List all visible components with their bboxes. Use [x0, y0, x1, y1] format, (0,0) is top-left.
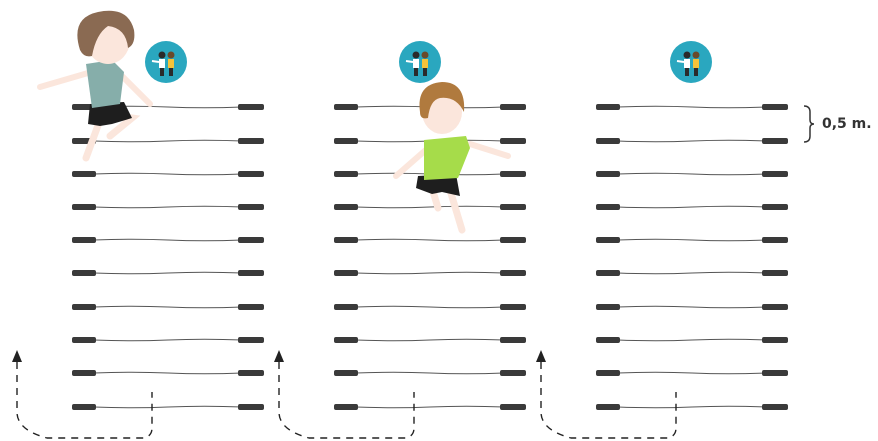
rope-handle [72, 270, 96, 276]
rope-handle [596, 237, 620, 243]
jump-rope [596, 337, 788, 343]
group-badge-icon [399, 41, 441, 83]
rope-handle [334, 104, 358, 110]
badges-layer [145, 41, 712, 83]
rope-handle [596, 304, 620, 310]
jump-rope [596, 270, 788, 276]
jump-rope [334, 204, 526, 210]
jump-rope [72, 370, 264, 376]
rope-handle [500, 304, 526, 310]
rope-handle [238, 171, 264, 177]
rope-handle [500, 171, 526, 177]
jump-rope [334, 370, 526, 376]
rope-handle [500, 104, 526, 110]
jump-rope [596, 404, 788, 410]
jump-rope [596, 237, 788, 243]
rope-handle [72, 204, 96, 210]
rope-handle [500, 404, 526, 410]
rope-handle [762, 104, 788, 110]
rope-handle [762, 337, 788, 343]
return-paths-layer [12, 350, 676, 438]
rope-handle [238, 370, 264, 376]
jump-rope [72, 404, 264, 410]
jump-rope [596, 204, 788, 210]
child-runner-left [40, 11, 150, 158]
rope-handle [762, 171, 788, 177]
rope-handle [596, 270, 620, 276]
jump-rope [596, 104, 788, 110]
spacing-brace [804, 106, 814, 142]
rope-handle [762, 370, 788, 376]
rope-handle [334, 370, 358, 376]
rope-handle [762, 304, 788, 310]
rope-handle [238, 337, 264, 343]
rope-handle [334, 304, 358, 310]
jump-rope [334, 404, 526, 410]
rope-handle [238, 204, 264, 210]
jump-rope [334, 237, 526, 243]
return-path-arrow [536, 350, 676, 438]
rope-handle [596, 204, 620, 210]
jump-rope [72, 337, 264, 343]
jump-rope [596, 304, 788, 310]
return-path-arrow [274, 350, 414, 438]
rope-handle [72, 337, 96, 343]
rope-handle [762, 404, 788, 410]
rope-handle [596, 171, 620, 177]
rope-handle [334, 237, 358, 243]
rope-handle [238, 138, 264, 144]
group-badge-icon [670, 41, 712, 83]
rope-handle [762, 237, 788, 243]
rope-handle [762, 204, 788, 210]
group-badge-icon [145, 41, 187, 83]
jump-rope [72, 270, 264, 276]
rope-handle [334, 404, 358, 410]
rope-handle [500, 237, 526, 243]
rope-handle [500, 270, 526, 276]
rope-handle [334, 337, 358, 343]
jump-rope [334, 337, 526, 343]
jump-rope [72, 304, 264, 310]
rope-handle [500, 204, 526, 210]
jump-rope [596, 138, 788, 144]
rope-handle [238, 304, 264, 310]
rope-handle [72, 370, 96, 376]
jump-rope [334, 304, 526, 310]
rope-handle [238, 237, 264, 243]
rope-handle [334, 270, 358, 276]
return-path-arrow [12, 350, 152, 438]
rope-handle [762, 270, 788, 276]
jump-rope [596, 370, 788, 376]
rope-handle [762, 138, 788, 144]
rope-handle [596, 138, 620, 144]
jump-rope [72, 204, 264, 210]
jump-rope [596, 171, 788, 177]
rope-handle [596, 337, 620, 343]
rope-handle [334, 138, 358, 144]
rope-handle [500, 370, 526, 376]
rope-handle [72, 404, 96, 410]
rope-handle [238, 270, 264, 276]
rope-handle [596, 404, 620, 410]
rope-handle [334, 171, 358, 177]
rope-handle [500, 138, 526, 144]
jump-rope [72, 237, 264, 243]
rope-handle [500, 337, 526, 343]
rope-handle [72, 304, 96, 310]
rope-handle [596, 370, 620, 376]
jump-rope [334, 270, 526, 276]
rope-handle [334, 204, 358, 210]
rope-handle [238, 404, 264, 410]
jump-rope [72, 171, 264, 177]
jump-rope [72, 138, 264, 144]
rope-handle [596, 104, 620, 110]
spacing-label: 0,5 m. [822, 116, 872, 132]
rope-handle [238, 104, 264, 110]
rope-handle [72, 237, 96, 243]
rope-handle [72, 171, 96, 177]
